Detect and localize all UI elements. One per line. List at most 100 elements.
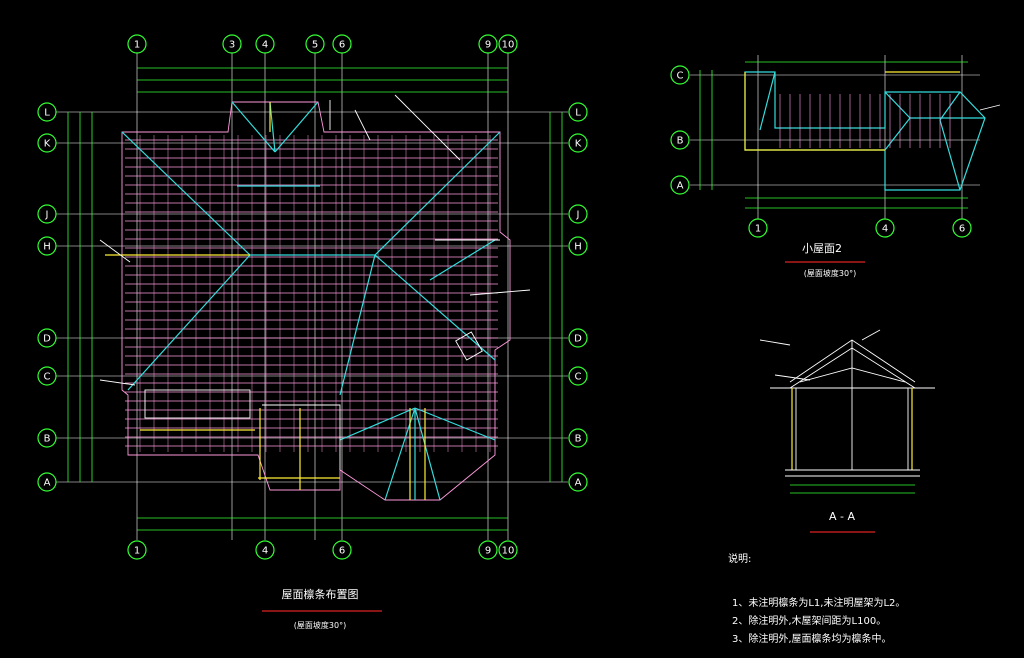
right-axis-bubble-J: J bbox=[568, 204, 588, 224]
top-axis-bubble-4: 4 bbox=[255, 34, 275, 54]
bottom-axis-bubble-6-label: 6 bbox=[339, 546, 345, 557]
small-plan-left-bubbles: C B A bbox=[670, 65, 690, 195]
right-axis-bubble-L: L bbox=[568, 102, 588, 122]
left-axis-bubble-L: L bbox=[37, 102, 57, 122]
roof-outline bbox=[121, 101, 511, 501]
left-axis-bubble-L-label: L bbox=[44, 108, 50, 119]
vertical-grid-lines bbox=[136, 52, 509, 540]
right-axis-bubbles: L K J H D C B A bbox=[568, 102, 588, 492]
right-axis-bubble-L-label: L bbox=[575, 108, 581, 119]
top-axis-bubble-1-label: 1 bbox=[134, 40, 140, 51]
small-bottom-bubble-4: 4 bbox=[875, 218, 895, 238]
top-axis-bubble-4-label: 4 bbox=[262, 40, 268, 51]
right-axis-bubble-A-label: A bbox=[575, 478, 582, 489]
left-axis-bubble-C-label: C bbox=[44, 372, 51, 383]
small-left-bubble-B: B bbox=[670, 130, 690, 150]
left-axis-bubble-A-label: A bbox=[44, 478, 51, 489]
small-plan-bottom-bubbles: 1 4 6 bbox=[748, 218, 972, 238]
small-plan-title: 小屋面2 bbox=[802, 242, 842, 255]
right-axis-bubble-D-label: D bbox=[574, 334, 582, 345]
bottom-axis-bubbles: 1 4 6 9 10 bbox=[127, 540, 518, 560]
note-item-2: 2、除注明外,木屋架间距为L100。 bbox=[732, 614, 886, 627]
right-axis-bubble-B-label: B bbox=[575, 434, 582, 445]
bottom-axis-bubble-1: 1 bbox=[127, 540, 147, 560]
notes-block: 说明: 1、未注明檩条为L1,未注明屋架为L2。 2、除注明外,木屋架间距为L1… bbox=[728, 552, 905, 645]
left-axis-bubble-A: A bbox=[37, 472, 57, 492]
small-left-bubble-A: A bbox=[670, 175, 690, 195]
top-dimension-chain bbox=[137, 67, 508, 93]
left-axis-bubble-J: J bbox=[37, 204, 57, 224]
top-axis-bubble-5-label: 5 bbox=[312, 40, 318, 51]
small-left-bubble-C: C bbox=[670, 65, 690, 85]
right-axis-bubble-C-label: C bbox=[575, 372, 582, 383]
horizontal-grid-lines bbox=[56, 111, 568, 483]
beams bbox=[105, 102, 426, 500]
notes-heading: 说明: bbox=[728, 552, 751, 565]
right-axis-bubble-H: H bbox=[568, 236, 588, 256]
section-a-a: A - A bbox=[759, 329, 935, 533]
small-left-bubble-C-label: C bbox=[677, 71, 684, 82]
note-item-1: 1、未注明檩条为L1,未注明屋架为L2。 bbox=[732, 596, 905, 609]
leader-annotations bbox=[99, 94, 531, 386]
small-left-bubble-B-label: B bbox=[677, 136, 684, 147]
right-axis-bubble-K-label: K bbox=[575, 139, 582, 150]
top-axis-bubble-6-label: 6 bbox=[339, 40, 345, 51]
top-axis-bubble-3-label: 3 bbox=[229, 40, 235, 51]
main-plan-scale: (屋面坡度30°) bbox=[294, 620, 346, 630]
bottom-axis-bubble-9: 9 bbox=[478, 540, 498, 560]
left-axis-bubble-C: C bbox=[37, 366, 57, 386]
top-axis-bubble-10-label: 10 bbox=[502, 40, 515, 51]
left-axis-bubble-B-label: B bbox=[44, 434, 51, 445]
bottom-axis-bubble-1-label: 1 bbox=[134, 546, 140, 557]
right-axis-bubble-C: C bbox=[568, 366, 588, 386]
main-plan-title: 屋面檩条布置图 bbox=[282, 587, 359, 601]
small-bottom-bubble-4-label: 4 bbox=[882, 224, 888, 235]
note-item-3: 3、除注明外,屋面檩条均为檩条中。 bbox=[732, 632, 892, 645]
right-axis-bubble-A: A bbox=[568, 472, 588, 492]
section-title: A - A bbox=[829, 510, 855, 523]
top-axis-bubble-5: 5 bbox=[305, 34, 325, 54]
left-axis-bubble-K-label: K bbox=[44, 139, 51, 150]
bottom-axis-bubble-4: 4 bbox=[255, 540, 275, 560]
small-bottom-bubble-6: 6 bbox=[952, 218, 972, 238]
left-axis-bubble-B: B bbox=[37, 428, 57, 448]
right-axis-bubble-J-label: J bbox=[576, 210, 580, 221]
right-axis-bubble-H-label: H bbox=[574, 242, 582, 253]
small-bottom-bubble-1-label: 1 bbox=[755, 224, 761, 235]
rafters bbox=[125, 135, 498, 452]
bottom-axis-bubble-9-label: 9 bbox=[485, 546, 491, 557]
left-axis-bubble-K: K bbox=[37, 133, 57, 153]
right-dimension-chain bbox=[549, 112, 563, 482]
bottom-axis-bubble-10-label: 10 bbox=[502, 546, 515, 557]
right-axis-bubble-K: K bbox=[568, 133, 588, 153]
bottom-axis-bubble-6: 6 bbox=[332, 540, 352, 560]
left-axis-bubble-D-label: D bbox=[43, 334, 51, 345]
bottom-axis-bubble-10: 10 bbox=[498, 540, 518, 560]
top-axis-bubble-9: 9 bbox=[478, 34, 498, 54]
left-dimension-chain bbox=[67, 112, 93, 482]
ridges-and-hips bbox=[121, 101, 501, 501]
right-axis-bubble-B: B bbox=[568, 428, 588, 448]
small-bottom-bubble-6-label: 6 bbox=[959, 224, 965, 235]
small-left-bubble-A-label: A bbox=[677, 181, 684, 192]
bottom-dimension-chain bbox=[137, 517, 508, 531]
bottom-axis-bubble-4-label: 4 bbox=[262, 546, 268, 557]
top-axis-bubble-3: 3 bbox=[222, 34, 242, 54]
left-axis-bubble-H: H bbox=[37, 236, 57, 256]
small-plan-rafters bbox=[779, 94, 951, 148]
top-axis-bubble-1: 1 bbox=[127, 34, 147, 54]
left-axis-bubble-J-label: J bbox=[45, 210, 49, 221]
small-bottom-bubble-1: 1 bbox=[748, 218, 768, 238]
left-axis-bubble-H-label: H bbox=[43, 242, 51, 253]
top-axis-bubble-10: 10 bbox=[498, 34, 518, 54]
small-plan-scale: (屋面坡度30°) bbox=[804, 268, 856, 278]
left-axis-bubbles: L K J H D C B A bbox=[37, 102, 57, 492]
small-roof-plan: C B A 1 4 6 小屋面2 (屋面坡度30°) bbox=[670, 55, 1001, 278]
top-axis-bubble-6: 6 bbox=[332, 34, 352, 54]
wall-openings bbox=[144, 239, 500, 470]
right-axis-bubble-D: D bbox=[568, 328, 588, 348]
top-axis-bubble-9-label: 9 bbox=[485, 40, 491, 51]
main-roof-plan: 1 3 4 5 6 9 10 1 4 6 9 10 L K J H D C B A L K J H D C B A 屋面檩条布置… bbox=[37, 34, 588, 630]
left-axis-bubble-D: D bbox=[37, 328, 57, 348]
